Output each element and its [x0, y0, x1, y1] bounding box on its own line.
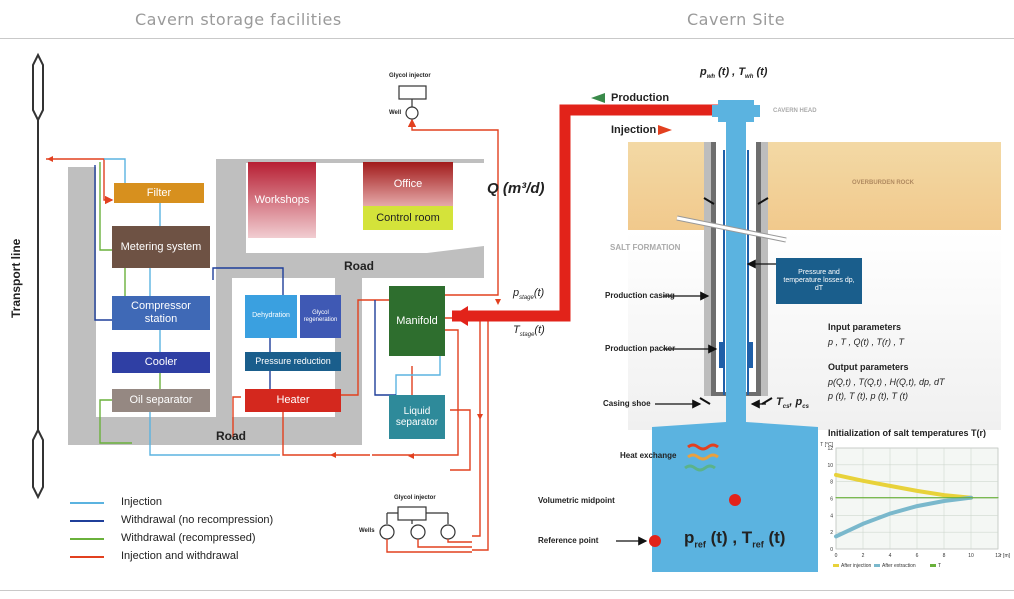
control-room-box: Control room — [363, 206, 453, 230]
chart-y-tick: 0 — [830, 547, 833, 553]
header-right: Cavern Site — [687, 10, 786, 29]
flow-rate-label: Q (m³/d) — [487, 180, 545, 197]
legend-label: Injection — [121, 496, 162, 508]
injection-label: Injection — [611, 124, 657, 136]
chart-x-tick: 6 — [916, 553, 919, 559]
chart-x-tick: 4 — [889, 553, 892, 559]
volumetric-midpoint-label: Volumetric midpoint — [538, 496, 615, 505]
legend-swatch — [70, 538, 104, 540]
wells-label: Wells — [359, 528, 375, 534]
metering-system-box: Metering system — [112, 226, 210, 268]
legend-swatch — [70, 556, 104, 558]
header-left: Cavern storage facilities — [135, 10, 342, 29]
pressure-reduction-box: Pressure reduction — [245, 352, 341, 371]
chart-x-tick: 8 — [943, 553, 946, 559]
heater-box: Heater — [245, 389, 341, 412]
chart-y-label: T [°C] — [820, 442, 833, 448]
chart-title: Initialization of salt temperatures T(r) — [828, 428, 986, 438]
legend-swatch — [70, 520, 104, 522]
input-parameters-values: p , T , Q(t) , T(r) , T — [828, 337, 904, 347]
compressor-station-box: Compressor station — [112, 296, 210, 330]
chart-y-tick: 10 — [827, 463, 833, 469]
chart-y-tick: 4 — [830, 513, 833, 519]
chart-legend-swatch — [874, 564, 880, 567]
chart-x-label: r [m] — [1000, 553, 1011, 559]
chart-y-tick: 12 — [827, 446, 833, 452]
dehydration-box: Dehydration — [245, 295, 297, 338]
output-parameters-line1: p(Q,t) , T(Q,t) , H(Q,t), dp, dT — [828, 377, 945, 387]
liquid-separator-box: Liquid separator — [389, 395, 445, 439]
bottom-rule — [0, 590, 1014, 591]
production-label: Production — [611, 92, 670, 104]
chart-x-tick: 2 — [862, 553, 865, 559]
reference-point-dot — [649, 535, 661, 547]
cavern-head-label: CAVERN HEAD — [773, 108, 817, 114]
salt-formation-label: SALT FORMATION — [610, 243, 681, 252]
chart-y-tick: 8 — [830, 480, 833, 486]
overburden-label: OVERBURDEN ROCK — [852, 180, 915, 186]
wellhead-label: pwh (t) , Twh (t) — [700, 66, 768, 81]
production-packer-label: Production packer — [605, 344, 676, 353]
glycol-injector-bottom — [379, 506, 472, 553]
heat-exchange-label: Heat exchange — [620, 451, 677, 460]
chart-y-tick: 2 — [830, 530, 833, 536]
transport-line-pipe — [32, 52, 44, 500]
casing-shoe-label: Casing shoe — [603, 399, 651, 408]
top-rule — [0, 38, 1014, 39]
legend-label: Withdrawal (recompressed) — [121, 532, 256, 544]
flow-direction-arrows — [591, 93, 672, 135]
glycol-injector-top — [398, 85, 427, 120]
volumetric-midpoint-dot — [729, 494, 741, 506]
chart-legend-label: After injection — [841, 563, 872, 569]
glycol-injector-label-top: Glycol injector — [389, 73, 431, 79]
oil-separator-box: Oil separator — [112, 389, 210, 412]
legend-label: Withdrawal (no recompression) — [121, 514, 274, 526]
chart-x-tick: 10 — [968, 553, 974, 559]
glycol-regeneration-box: Glycol regeneration — [300, 295, 341, 338]
pipe-arrow-markers — [47, 156, 501, 459]
cooler-box: Cooler — [112, 352, 210, 373]
chart-x-tick: 12 — [995, 553, 1001, 559]
glycol-injector-label-bottom: Glycol injector — [394, 495, 436, 501]
well-label: Well — [389, 110, 402, 116]
transport-line-label: Transport line — [9, 238, 23, 318]
chart-legend-swatch — [833, 564, 839, 567]
chart-legend-swatch — [930, 564, 936, 567]
t-stage-label: Tstage(t) — [513, 324, 545, 339]
road-label-bottom: Road — [216, 429, 246, 443]
chart-series-line — [834, 495, 973, 539]
output-parameters-title: Output parameters — [828, 362, 909, 372]
input-parameters-title: Input parameters — [828, 322, 902, 332]
casing-shoe-state-label: Tcs, pcs — [776, 396, 809, 411]
legend-label: Injection and withdrawal — [121, 550, 239, 562]
chart-y-tick: 6 — [830, 497, 833, 503]
manifold-box: Manifold — [389, 286, 445, 356]
cavern-state-equation: pref (t) , Tref (t) — [684, 528, 786, 550]
output-parameters-line2: p (t), T (t), p (t), T (t) — [828, 391, 908, 401]
pt-losses-box: Pressure and temperature losses dp, dT — [776, 258, 862, 304]
chart-legend-label: T — [938, 563, 941, 569]
chart-x-tick: 0 — [835, 553, 838, 559]
road-label-top: Road — [344, 259, 374, 273]
office-building: Office — [363, 162, 453, 206]
chart-legend-label: After extraction — [882, 563, 916, 569]
main-flow-pipe — [452, 104, 730, 326]
workshops-building: Workshops — [248, 162, 316, 238]
reference-point-label: Reference point — [538, 536, 599, 545]
legend-swatch — [70, 502, 104, 504]
heat-exchange-arrows — [684, 443, 719, 472]
p-stage-label: pstage(t) — [513, 287, 545, 302]
filter-box: Filter — [114, 183, 204, 203]
chart-series-line — [834, 472, 973, 500]
production-casing-label: Production casing — [605, 291, 675, 300]
salt-temperature-chart: Initialization of salt temperatures T(r)… — [820, 428, 1010, 569]
